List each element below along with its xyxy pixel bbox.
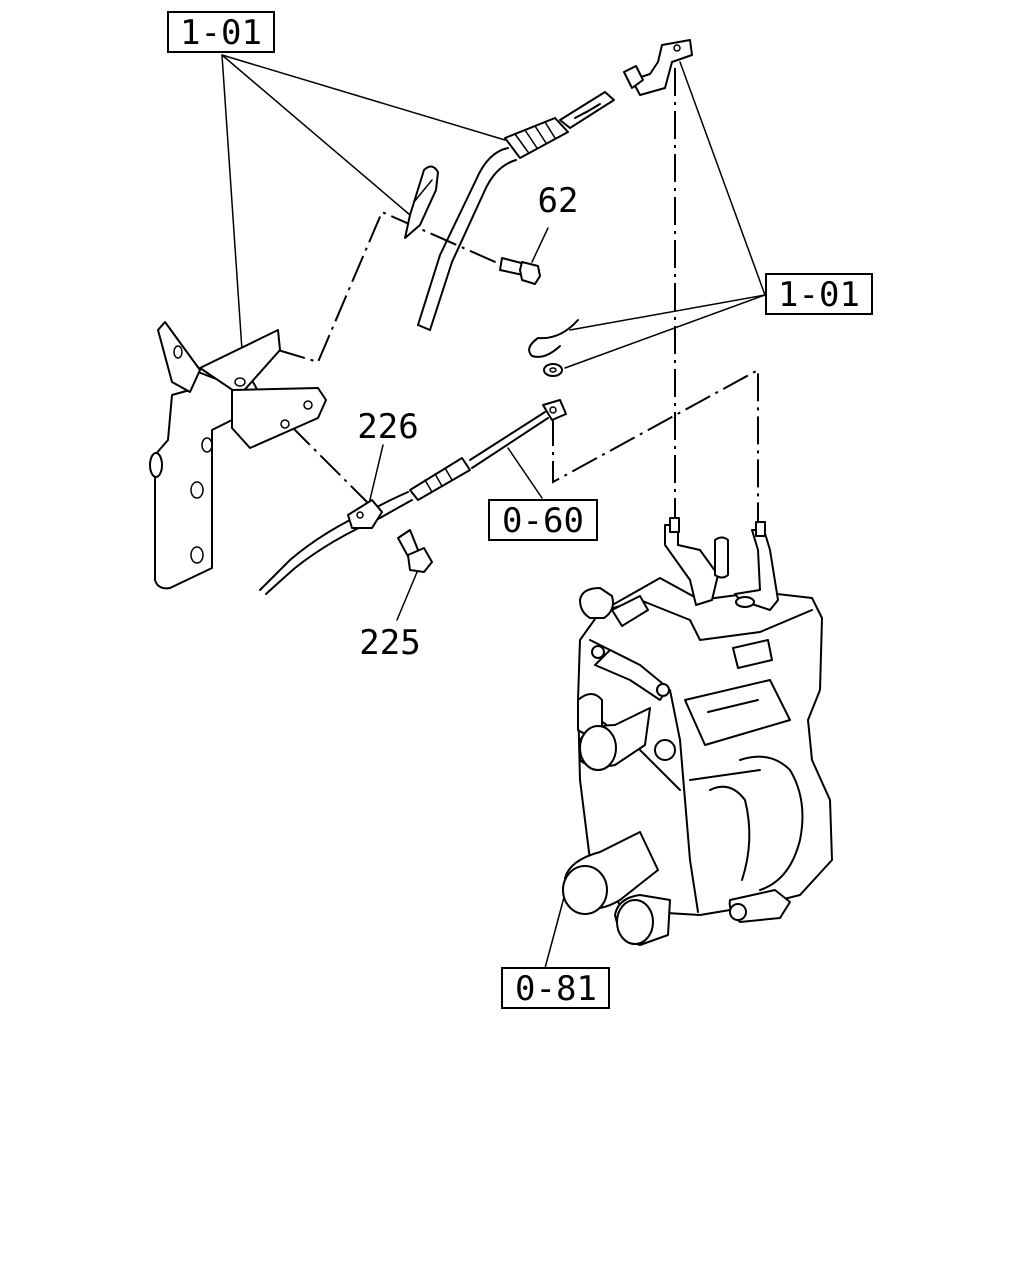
clamp-226 (347, 499, 383, 529)
callout-ref-cable-text: 0-60 (502, 501, 584, 541)
accelerator-cable (417, 91, 615, 331)
part-number-62: 62 (538, 181, 579, 221)
cable-bracket (623, 39, 693, 96)
throttle-cable-lower (259, 399, 567, 595)
callout-ref-pump: 0-81 (501, 967, 610, 1009)
callout-ref-right-text: 1-01 (778, 275, 860, 315)
bolt-62 (499, 257, 541, 285)
part-number-225: 225 (359, 623, 420, 663)
assembly-center-lines (277, 68, 759, 525)
part-number-226: 226 (357, 407, 418, 447)
cable-end-clip (404, 165, 439, 239)
callout-ref-top-left-text: 1-01 (180, 13, 262, 53)
leader-lines (221, 54, 766, 969)
callout-ref-top-left: 1-01 (167, 11, 275, 53)
injection-pump (562, 517, 833, 946)
callout-ref-cable: 0-60 (488, 499, 598, 541)
pedal-bracket (149, 321, 327, 590)
callout-ref-pump-text: 0-81 (515, 969, 597, 1009)
spring-washer (528, 319, 579, 377)
bolt-225 (397, 529, 433, 573)
callout-ref-right: 1-01 (765, 273, 873, 315)
